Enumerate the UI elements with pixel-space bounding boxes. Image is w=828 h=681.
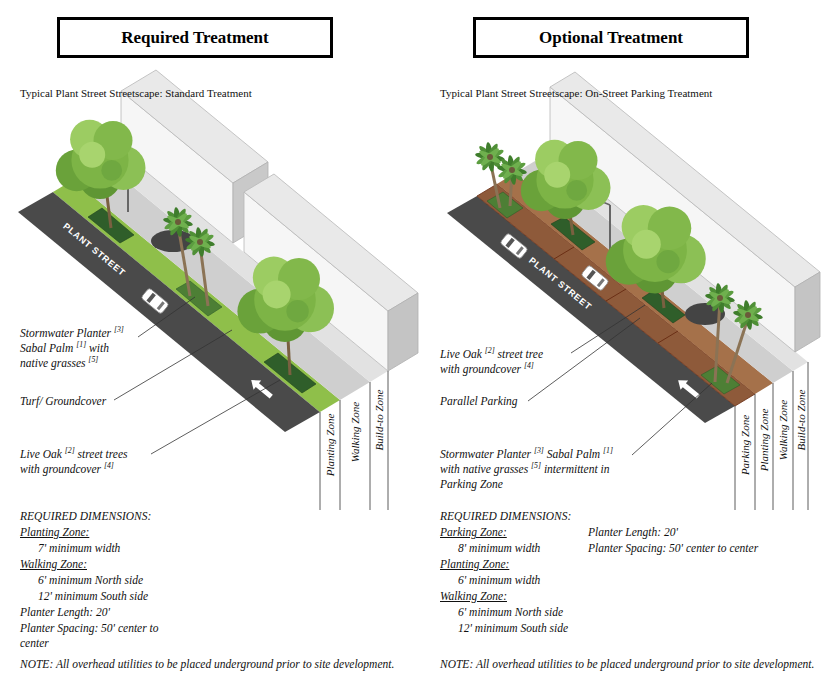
palm-trunk — [727, 318, 748, 383]
zone-divider — [388, 371, 389, 510]
dimension-value: 7' minimum width — [38, 541, 120, 556]
dimension-value: 6' minimum North side — [458, 605, 563, 620]
leader-line — [571, 305, 645, 353]
palm-tree — [163, 207, 194, 238]
direction-arrow — [674, 376, 702, 402]
zone-label: Planting Zone — [325, 414, 336, 477]
zone-label: Walking Zone — [778, 400, 789, 460]
dimension-value: 6' minimum width — [458, 573, 540, 588]
reference-number: [3] — [534, 446, 544, 455]
oak-tree — [521, 140, 611, 219]
dimension-item: Planter Length: 20' — [588, 525, 678, 540]
palm-tree — [185, 227, 216, 258]
leader-line — [138, 297, 195, 337]
note: NOTE: All overhead utilities to be place… — [20, 657, 394, 672]
palm-trunk — [715, 300, 720, 382]
zone-label: Build-to Zone — [795, 390, 806, 451]
callout-label: Turf/ Groundcover — [20, 394, 106, 409]
subtitle: Typical Plant Street Streetscape: Standa… — [20, 86, 252, 100]
zone-divider — [793, 371, 794, 510]
heading-box: Optional Treatment — [473, 17, 749, 58]
dimension-value: 8' minimum width — [458, 541, 540, 556]
car — [141, 288, 169, 315]
dimension-heading: REQUIRED DIMENSIONS: — [20, 509, 151, 524]
reference-number: [5] — [531, 461, 541, 470]
zone-divider — [340, 400, 341, 510]
leader-line — [528, 318, 640, 401]
callout-label: Live Oak [2] street trees with groundcov… — [20, 447, 145, 477]
dimension-item: Planter Length: 20' — [20, 605, 110, 620]
heading-box: Required Treatment — [57, 17, 333, 58]
reference-number: [1] — [76, 340, 86, 349]
zone-label: Parking Zone — [740, 415, 751, 475]
oak-tree — [606, 205, 706, 293]
zone-divider — [370, 382, 371, 510]
reference-number: [3] — [114, 325, 124, 334]
oak-tree — [56, 120, 146, 199]
building-side — [388, 293, 418, 371]
planter — [176, 281, 222, 316]
dimension-item: Walking Zone: — [440, 589, 507, 604]
planter — [701, 366, 740, 394]
zone-label: Walking Zone — [350, 402, 361, 462]
dimension-heading: REQUIRED DIMENSIONS: — [440, 509, 571, 524]
parking-stall-line — [554, 247, 574, 259]
reference-number: [5] — [88, 355, 98, 364]
reference-number: [2] — [65, 446, 75, 455]
zone-divider — [320, 412, 321, 510]
note: NOTE: All overhead utilities to be place… — [440, 657, 814, 672]
zone-divider — [773, 383, 774, 510]
leader-line — [632, 383, 712, 455]
zone-divider — [735, 406, 736, 510]
oak-tree — [237, 257, 334, 342]
callout-label: Parallel Parking — [440, 394, 518, 409]
leader-line — [151, 380, 280, 454]
dimension-item: Planting Zone: — [440, 557, 509, 572]
palm-tree — [733, 300, 764, 331]
direction-arrow — [247, 375, 275, 401]
reference-number: [4] — [104, 461, 114, 470]
zone-divider — [808, 362, 809, 510]
building-side — [795, 272, 820, 352]
callout-label: Stormwater Planter [3] Sabal Palm [1] wi… — [440, 447, 625, 492]
reference-number: [4] — [524, 361, 534, 370]
reference-number: [1] — [603, 446, 613, 455]
palm-tree — [705, 283, 736, 314]
dimension-value: 6' minimum North side — [38, 573, 143, 588]
palm-tree — [497, 155, 528, 186]
parking-stall-line — [606, 289, 626, 301]
planter — [487, 192, 523, 218]
dimension-item: Planter Spacing: 50' center to center — [20, 621, 185, 651]
heading-text: Required Treatment — [121, 28, 268, 48]
zone-divider — [755, 394, 756, 510]
zone-label: Build-to Zone — [374, 390, 385, 451]
heading-text: Optional Treatment — [539, 28, 683, 48]
parking-stall-line — [658, 331, 678, 343]
dimension-item: Walking Zone: — [20, 557, 87, 572]
dimension-value: 12' minimum South side — [38, 589, 148, 604]
car — [581, 265, 609, 291]
dimension-item: Planting Zone: — [20, 525, 89, 540]
callout-label: Live Oak [2] street tree with groundcove… — [440, 347, 565, 377]
leader-line — [114, 330, 232, 400]
car — [500, 233, 528, 259]
dimension-item: Planter Spacing: 50' center to center — [588, 541, 771, 556]
building-front — [550, 87, 795, 352]
zone-label: Planting Zone — [759, 409, 770, 472]
callout-label: Stormwater Planter [3] Sabal Palm [1] wi… — [20, 326, 132, 371]
dimension-value: 12' minimum South side — [458, 621, 568, 636]
dimension-item: Parking Zone: — [440, 525, 507, 540]
subtitle: Typical Plant Street Streetscape: On-Str… — [440, 86, 712, 100]
light-pole — [609, 205, 611, 250]
reference-number: [2] — [485, 346, 495, 355]
